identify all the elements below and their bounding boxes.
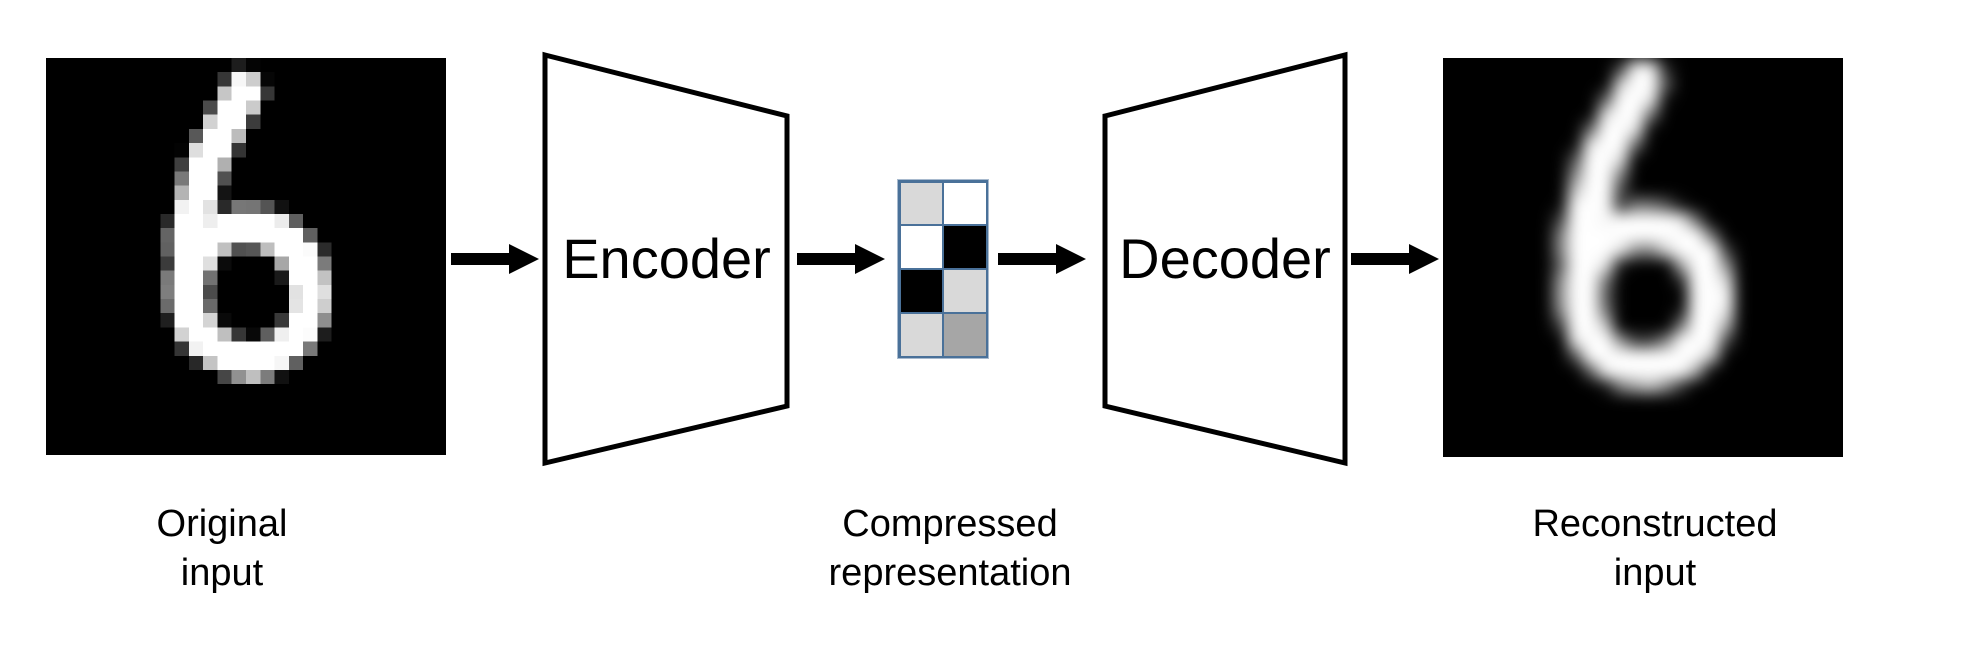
encoder-block: Encoder	[541, 49, 792, 468]
arrow-right-icon	[451, 244, 539, 274]
caption-line: Compressed	[842, 503, 1058, 545]
arrow-right-icon	[998, 244, 1086, 274]
reconstructed-input-image	[1443, 58, 1843, 457]
grid-cell	[900, 182, 942, 224]
encoder-trapezoid	[542, 51, 790, 467]
grid-cell	[900, 314, 942, 356]
grid-cell	[944, 182, 986, 224]
original-input-image	[46, 58, 446, 455]
compressed-representation-grid	[898, 180, 988, 358]
caption-line: representation	[828, 552, 1072, 594]
reconstructed-input-caption: Reconstructed input	[1495, 500, 1815, 598]
caption-line: input	[180, 552, 264, 594]
caption-line: input	[1613, 552, 1697, 594]
decoder-block: Decoder	[1100, 49, 1350, 468]
grid-cell	[900, 226, 942, 268]
caption-line: Original	[156, 503, 288, 545]
grid-cell	[900, 270, 942, 312]
caption-line: Reconstructed	[1532, 503, 1778, 545]
compressed-representation-caption: Compressed representation	[728, 500, 1172, 598]
grid-cell	[944, 270, 986, 312]
mnist-digit-canvas	[1443, 58, 1843, 457]
decoder-trapezoid	[1102, 51, 1348, 467]
grid-cell	[944, 314, 986, 356]
grid-cell	[944, 226, 986, 268]
arrow-right-icon	[1351, 244, 1439, 274]
mnist-digit-canvas	[46, 58, 446, 455]
arrow-right-icon	[797, 244, 885, 274]
original-input-caption: Original input	[72, 500, 372, 598]
